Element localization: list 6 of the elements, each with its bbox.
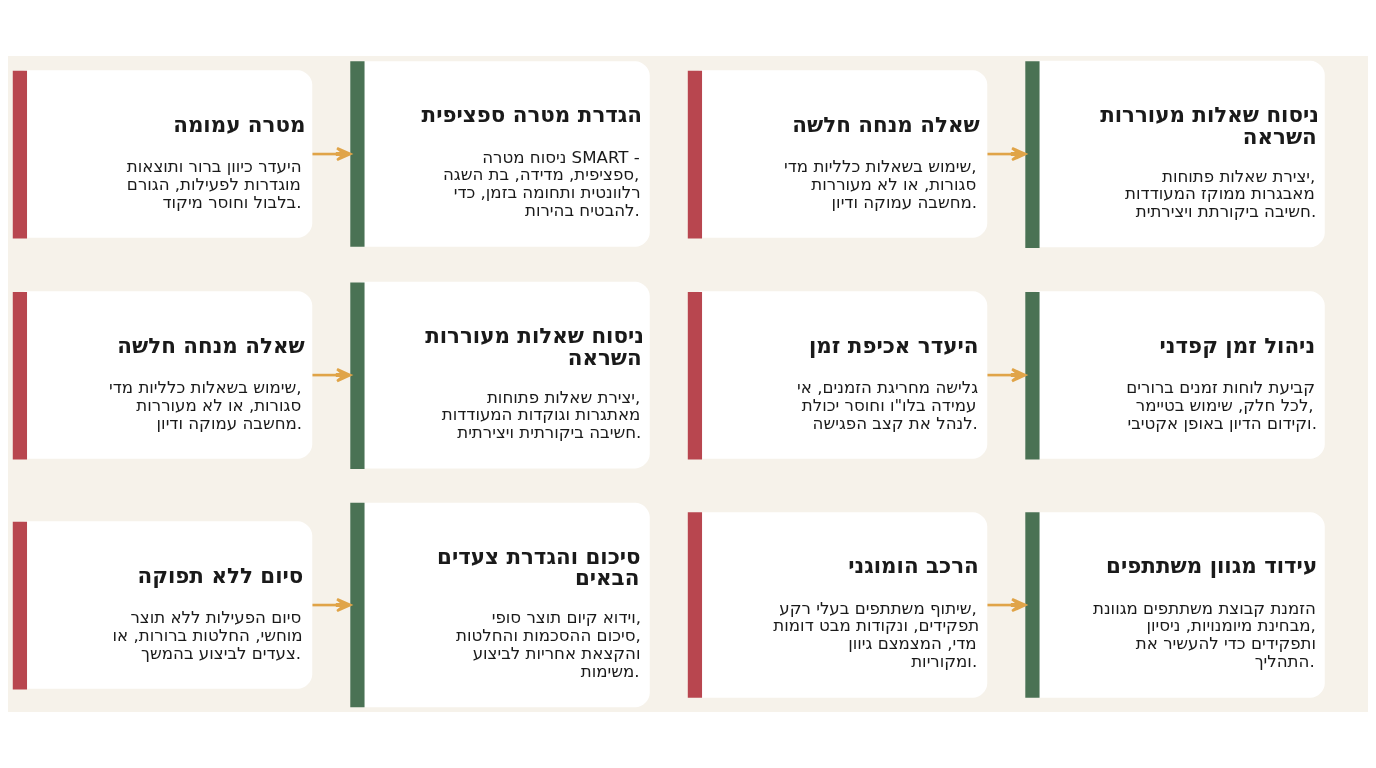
arrow bbox=[312, 367, 352, 383]
arrow bbox=[987, 146, 1027, 162]
arrow bbox=[312, 597, 352, 613]
arrow bbox=[987, 597, 1027, 613]
arrow bbox=[987, 367, 1027, 383]
arrow bbox=[312, 146, 352, 162]
